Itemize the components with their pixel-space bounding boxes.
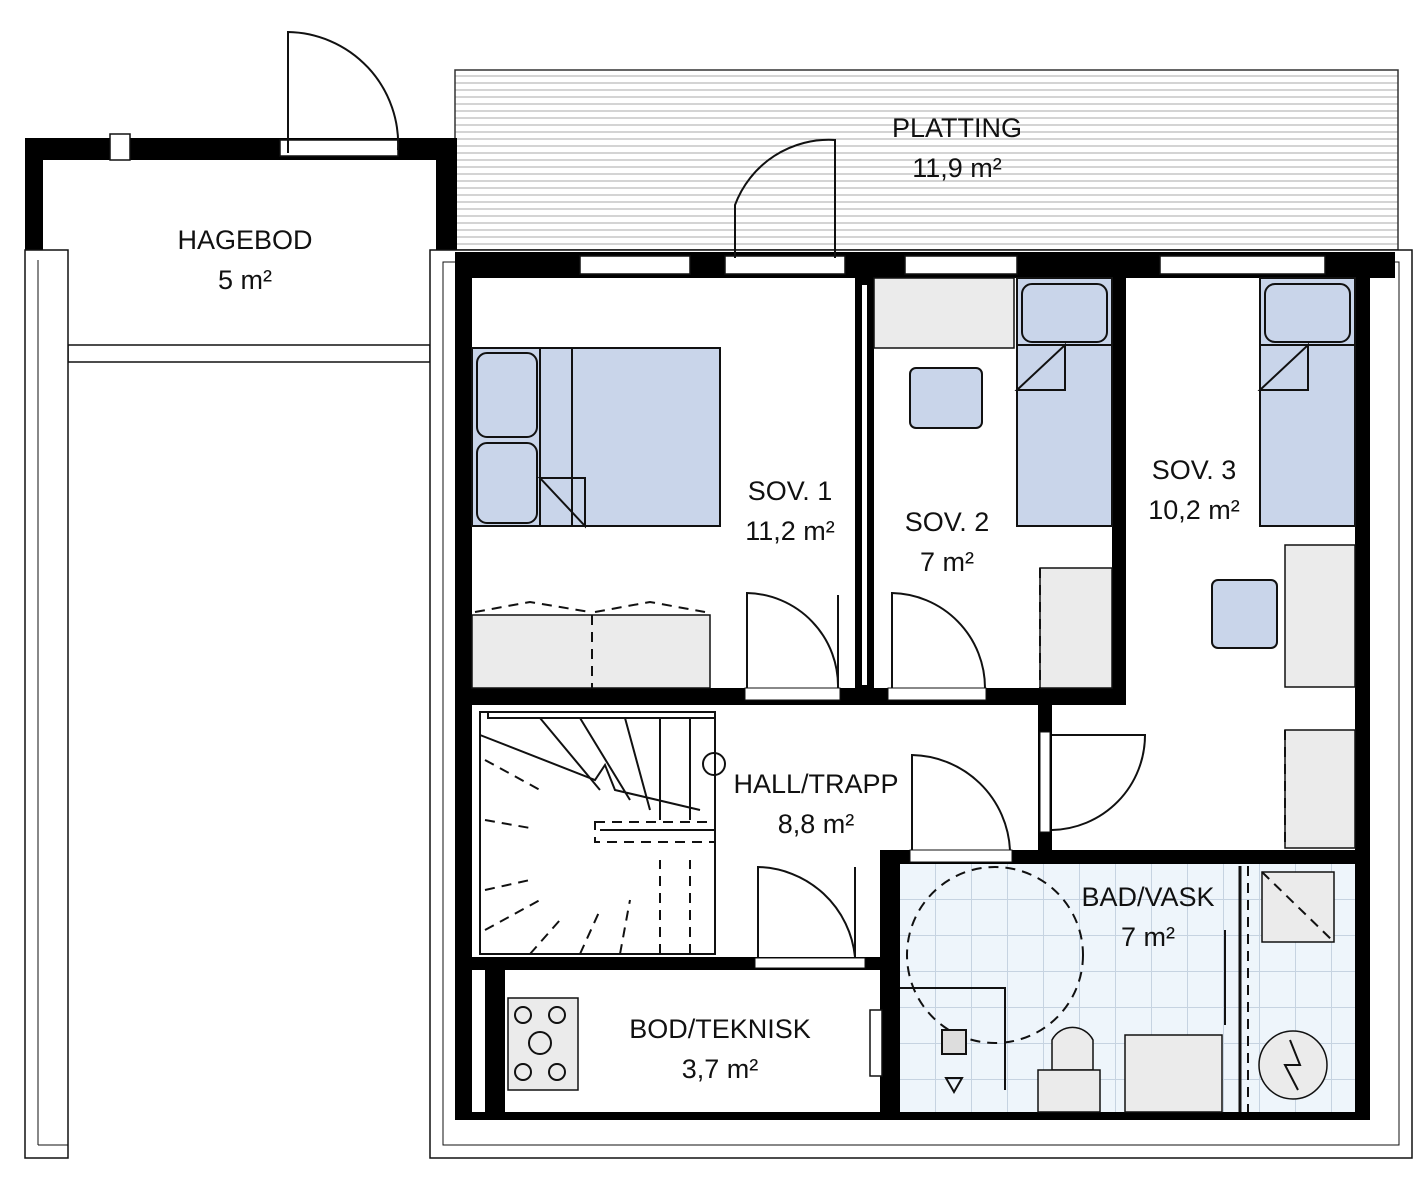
room-label-sov2: SOV. 2 7 m² [905, 507, 990, 577]
room-name: SOV. 1 [748, 476, 833, 506]
door-swings [746, 591, 1147, 958]
room-area: 5 m² [218, 265, 272, 295]
room-area: 3,7 m² [682, 1054, 759, 1084]
room-area: 8,8 m² [778, 809, 855, 839]
room-name: BAD/VASK [1081, 882, 1214, 912]
room-label-sov1: SOV. 1 11,2 m² [745, 476, 835, 546]
wardrobe [471, 600, 711, 689]
room-label-bad: BAD/VASK 7 m² [1081, 882, 1214, 952]
room-area: 11,9 m² [912, 153, 1002, 183]
hagebod-shed [24, 30, 457, 1159]
room-name: HAGEBOD [177, 225, 312, 255]
platting-deck [454, 69, 1399, 251]
room-name: PLATTING [892, 113, 1022, 143]
bathroom-fixtures [900, 864, 1355, 1113]
room-name: SOV. 3 [1152, 455, 1237, 485]
room-area: 7 m² [920, 547, 974, 577]
room-area: 11,2 m² [745, 516, 835, 546]
room-area: 10,2 m² [1148, 495, 1240, 525]
room-label-platting: PLATTING 11,9 m² [892, 113, 1022, 183]
interior-walls [472, 278, 1355, 1118]
room-label-hall: HALL/TRAPP 8,8 m² [733, 769, 898, 839]
room-label-sov3: SOV. 3 10,2 m² [1148, 455, 1240, 525]
room-name: BOD/TEKNISK [629, 1014, 811, 1044]
room-label-bod: BOD/TEKNISK 3,7 m² [629, 1014, 811, 1084]
sov2-furniture [873, 277, 1113, 689]
room-area: 7 m² [1121, 922, 1175, 952]
double-bed [471, 347, 721, 529]
room-name: HALL/TRAPP [733, 769, 898, 799]
room-label-hagebod: HAGEBOD 5 m² [177, 225, 312, 295]
bod-fixtures [507, 997, 883, 1091]
staircase [479, 711, 726, 955]
sov3-furniture [1211, 277, 1356, 849]
room-name: SOV. 2 [905, 507, 990, 537]
